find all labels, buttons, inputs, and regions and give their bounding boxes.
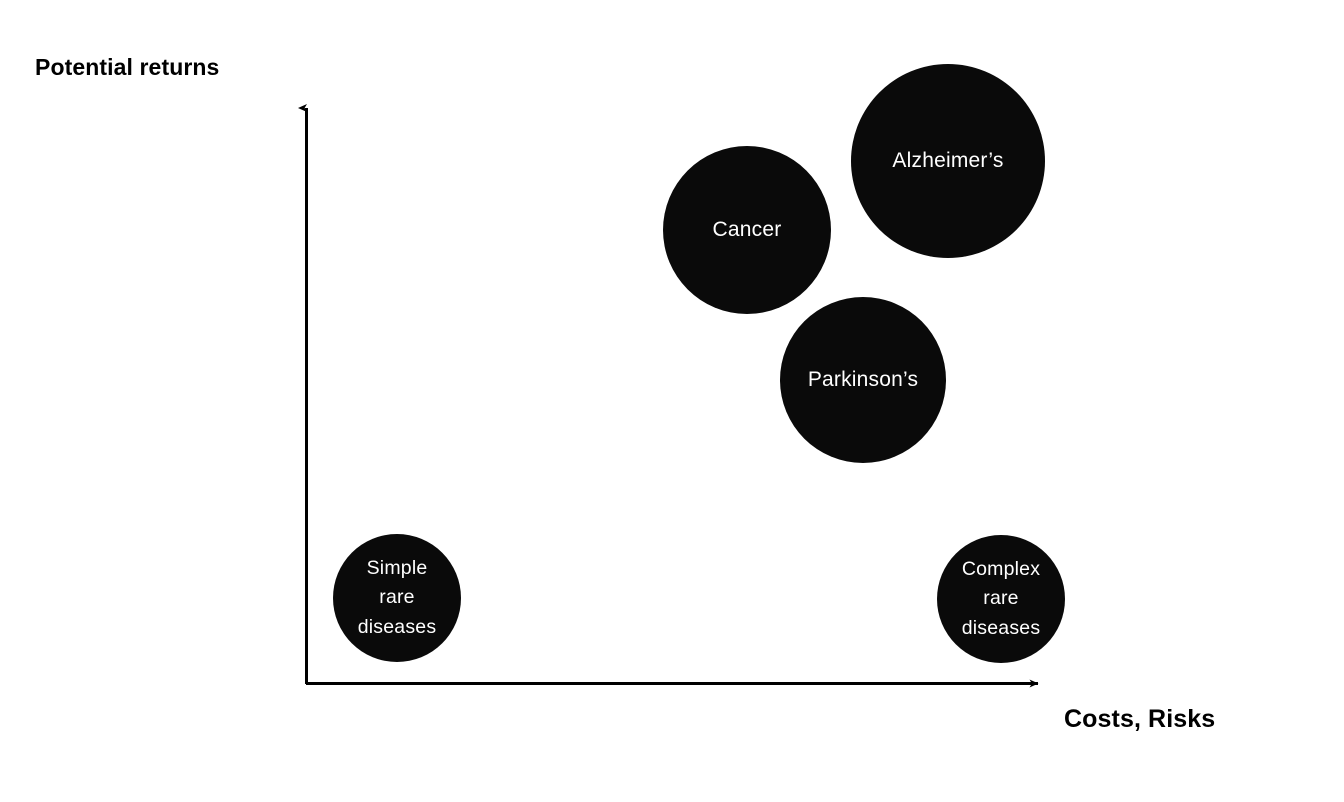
bubble-label-simple-rare-diseases: Simple rare diseases (357, 557, 437, 638)
bubble-label-cancer: Cancer (712, 217, 782, 241)
x-axis-label: Costs, Risks (1064, 705, 1216, 733)
bubble-simple-rare-diseases[interactable]: Simple rare diseases (333, 534, 461, 662)
bubble-label-alzheimers: Alzheimer’s (892, 148, 1004, 172)
y-axis-label: Potential returns (35, 54, 220, 80)
bubble-complex-rare-diseases[interactable]: Complex rare diseases (937, 535, 1065, 663)
bubble-parkinsons[interactable]: Parkinson’s (780, 297, 946, 463)
bubble-alzheimers[interactable]: Alzheimer’s (851, 64, 1045, 258)
bubble-label-complex-rare-diseases: Complex rare diseases (961, 558, 1041, 639)
bubble-cancer[interactable]: Cancer (663, 146, 831, 314)
bubble-label-parkinsons: Parkinson’s (807, 367, 919, 391)
